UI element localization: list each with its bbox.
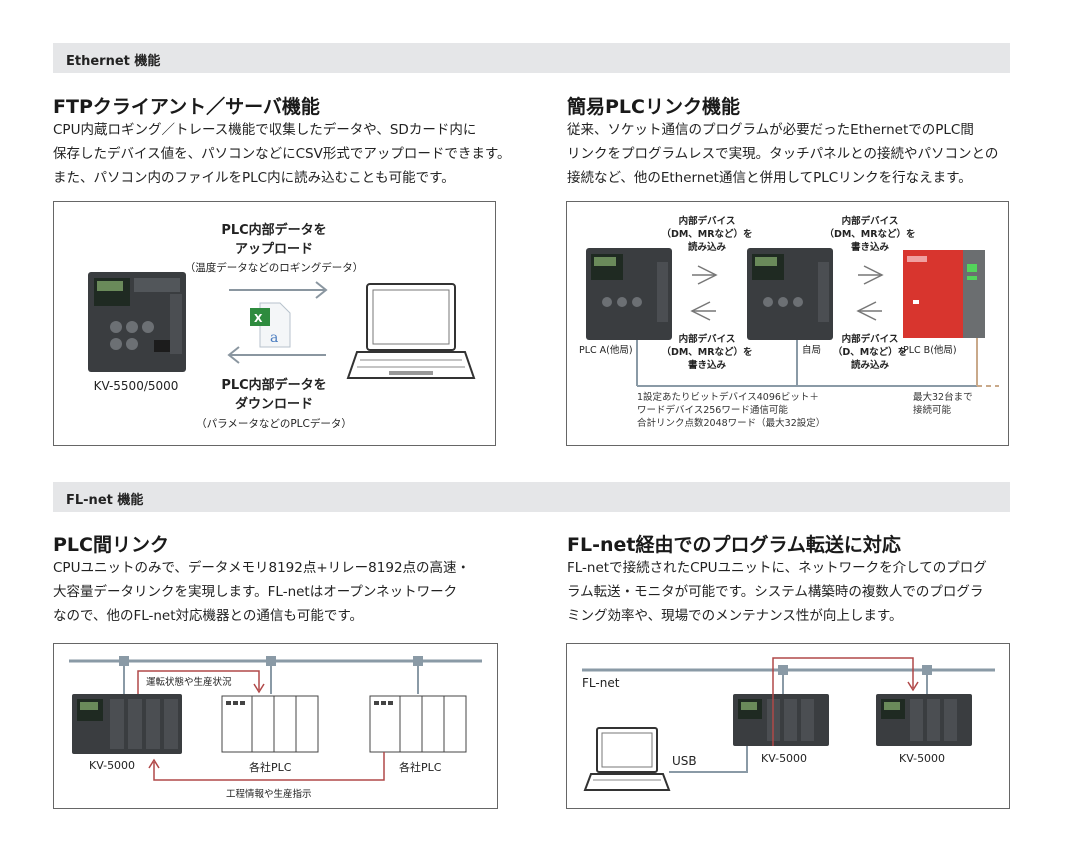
svg-text:a: a — [270, 330, 278, 346]
ftp-heading: FTPクライアント／サーバ機能 — [53, 96, 320, 118]
kv5000-label: KV-5000 — [761, 752, 808, 765]
flnetlink-diagram-graphics — [69, 656, 482, 781]
read-bottom-label: 内部デバイス （D、Mなど）を 読み込み — [832, 334, 908, 371]
text-line: 従来、ソケット通信のプログラムが必要だったEthernetでのPLC間 — [567, 122, 974, 138]
plc-unit-icon — [88, 272, 186, 372]
kv5000-icon — [733, 694, 829, 746]
flnetlink-diagram: 運転状態や生産状況 工程情報や生産指示 KV-5000 各社PLC 各社PLC — [53, 643, 498, 809]
instruction-label: 工程情報や生産指示 — [226, 786, 312, 800]
network-label: FL-net — [582, 676, 620, 690]
plc-a-icon — [586, 248, 672, 340]
transfer-description: FL-netで接続されたCPUユニットに、ネットワークを介してのプログ ラム転送… — [567, 556, 1027, 628]
ftp-description: CPU内蔵ロギング／トレース機能で収集したデータや、SDカード内に 保存したデバ… — [53, 118, 513, 190]
laptop-icon — [583, 727, 671, 791]
other-plc-label: 各社PLC — [249, 761, 292, 774]
download-sublabel: （パラメータなどのPLCデータ） — [196, 418, 352, 430]
laptop-icon — [346, 283, 476, 379]
ftp-diagram: X a PLC内部データを アップロード （温度データなどのロギングデータ） P… — [53, 201, 496, 446]
section-title: Ethernet 機能 — [66, 54, 161, 69]
kv5000-label: KV-5000 — [89, 759, 136, 772]
other-plc-label: 各社PLC — [399, 761, 442, 774]
plc-model-label: KV-5500/5000 — [93, 379, 179, 393]
write-bottom-label: 内部デバイス （DM、MRなど）を 書き込み — [661, 334, 753, 371]
transfer-diagram: FL-net USB KV-5000 KV-5000 — [566, 643, 1010, 809]
upload-sublabel: （温度データなどのロギングデータ） — [184, 262, 364, 274]
other-plc-icon — [369, 695, 467, 753]
self-plc-icon — [747, 248, 833, 340]
text-line: ミング効率や、現場でのメンテナンス性が向上します。 — [567, 608, 903, 624]
usb-label: USB — [672, 754, 697, 768]
self-label: 自局 — [802, 345, 822, 356]
section-bar-flnet: FL-net 機能 — [53, 482, 1010, 512]
section-title: FL-net 機能 — [66, 493, 144, 508]
flnetlink-heading: PLC間リンク — [53, 534, 169, 556]
excel-file-icon: X a — [250, 302, 291, 348]
text-line: 大容量データリンクを実現します。FL-netはオープンネットワーク — [53, 584, 458, 600]
read-top-label: 内部デバイス （DM、MRなど）を 読み込み — [661, 216, 753, 253]
kv5000-label: KV-5000 — [899, 752, 946, 765]
svg-text:X: X — [254, 312, 263, 325]
text-line: ラム転送・モニタが可能です。システム構築時の複数人でのプログラ — [567, 584, 984, 600]
text-line: 接続など、他のEthernet通信と併用してPLCリンクを行なえます。 — [567, 170, 972, 186]
plclink-diagram: 内部デバイス （DM、MRなど）を 読み込み 内部デバイス （DM、MRなど）を… — [566, 201, 1009, 446]
section-bar-ethernet: Ethernet 機能 — [53, 43, 1010, 73]
transfer-heading: FL-net経由でのプログラム転送に対応 — [567, 534, 901, 556]
ftp-diagram-graphics: X a — [88, 272, 476, 379]
text-line: また、パソコン内のファイルをPLC内に読み込むことも可能です。 — [53, 170, 455, 186]
plc-b-icon — [903, 250, 985, 338]
kv5000-icon — [876, 694, 972, 746]
plclink-description: 従来、ソケット通信のプログラムが必要だったEthernetでのPLC間 リンクを… — [567, 118, 1027, 190]
plc-a-label: PLC A(他局) — [579, 345, 633, 356]
kv5000-icon — [72, 694, 182, 754]
plc-b-label: PLC B(他局) — [903, 345, 957, 356]
status-label: 運転状態や生産状況 — [146, 674, 232, 688]
write-top-label: 内部デバイス （DM、MRなど）を 書き込み — [824, 216, 916, 253]
download-label: PLC内部データを ダウンロード — [221, 378, 327, 412]
other-plc-icon — [221, 695, 319, 753]
link-capacity-note: 1設定あたりビットデバイス4096ビット＋ ワードデバイス256ワード通信可能 … — [637, 392, 826, 429]
flnetlink-description: CPUユニットのみで、データメモリ8192点+リレー8192点の高速・ 大容量デ… — [53, 556, 513, 628]
plclink-diagram-graphics — [586, 248, 999, 387]
upload-label: PLC内部データを アップロード — [221, 223, 327, 257]
text-line: CPUユニットのみで、データメモリ8192点+リレー8192点の高速・ — [53, 560, 471, 576]
text-line: リンクをプログラムレスで実現。タッチパネルとの接続やパソコンとの — [567, 146, 999, 162]
text-line: なので、他のFL-net対応機器との通信も可能です。 — [53, 608, 364, 624]
transfer-diagram-graphics — [582, 657, 995, 791]
text-line: 保存したデバイス値を、パソコンなどにCSV形式でアップロードできます。 — [53, 146, 511, 162]
text-line: FL-netで接続されたCPUユニットに、ネットワークを介してのプログ — [567, 560, 987, 576]
max-connection-note: 最大32台まで 接続可能 — [913, 392, 973, 416]
text-line: CPU内蔵ロギング／トレース機能で収集したデータや、SDカード内に — [53, 122, 477, 138]
plclink-heading: 簡易PLCリンク機能 — [567, 96, 740, 118]
